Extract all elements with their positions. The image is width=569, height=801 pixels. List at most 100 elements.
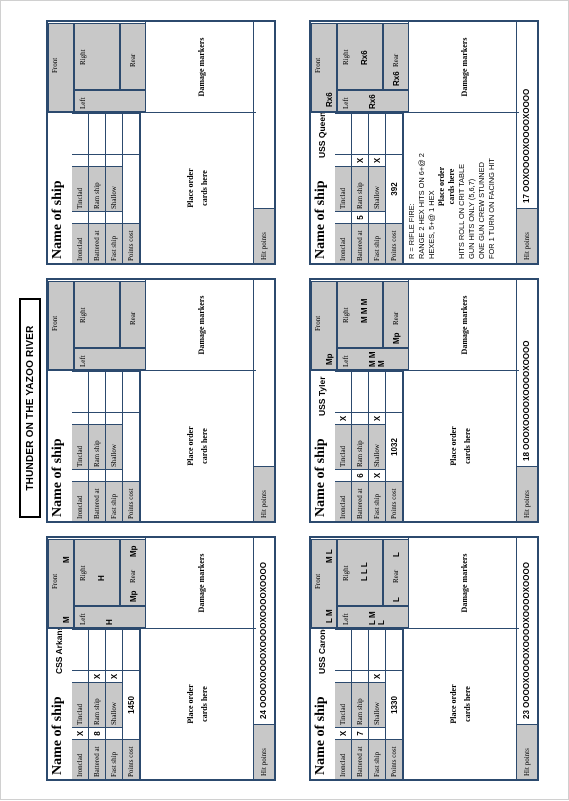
ironclad-value[interactable]: X bbox=[335, 727, 351, 739]
ram-ship-value[interactable] bbox=[352, 670, 368, 682]
shallow-value[interactable]: X bbox=[369, 670, 385, 682]
fast-ship-label: Fast ship bbox=[106, 481, 122, 521]
battered-value[interactable] bbox=[89, 211, 105, 223]
points-cost-value[interactable]: 1450 bbox=[123, 670, 139, 739]
shallow-value[interactable]: X bbox=[369, 154, 385, 166]
hit-points-label: Hit points bbox=[517, 724, 537, 779]
battered-value[interactable]: 5 bbox=[352, 211, 368, 223]
fast-ship-value[interactable] bbox=[106, 469, 122, 481]
tinclad-label: Tinclad bbox=[72, 166, 88, 211]
front-mark: M bbox=[62, 556, 71, 563]
tinclad-value[interactable] bbox=[72, 670, 88, 682]
fast-ship-value[interactable] bbox=[106, 211, 122, 223]
ironclad-value[interactable] bbox=[335, 211, 351, 223]
shallow-value[interactable] bbox=[106, 154, 122, 166]
right-label: Right bbox=[342, 565, 350, 581]
blank-cell bbox=[386, 113, 402, 154]
fast-ship-value[interactable] bbox=[369, 727, 385, 739]
ram-ship-value[interactable] bbox=[89, 412, 105, 424]
battered-value[interactable]: 6 bbox=[352, 469, 368, 481]
points-cost-value[interactable] bbox=[123, 154, 139, 223]
note-line: R = RIFLE FIRE: bbox=[407, 203, 416, 259]
tinclad-value[interactable]: X bbox=[335, 412, 351, 424]
hit-points-value[interactable]: 23 OOOOXOOOOXOOOOXOOOOXOOOO bbox=[522, 562, 531, 719]
order-area: R = RIFLE FIRE:RANGE 2 HEX HITS ON 6+@ 2… bbox=[403, 113, 519, 263]
tinclad-value[interactable] bbox=[335, 670, 351, 682]
fast-ship-value[interactable] bbox=[106, 727, 122, 739]
tinclad-value[interactable] bbox=[72, 154, 88, 166]
shallow-value[interactable] bbox=[106, 412, 122, 424]
ram-ship-value[interactable]: X bbox=[89, 670, 105, 682]
hit-points-value[interactable]: 24 OOOOXOOOOXOOOOXOOOOXOOOO bbox=[259, 562, 268, 719]
hit-points-value[interactable]: 17 OOXOOOOXOOOOXOOOO bbox=[522, 88, 531, 203]
left-label: Left bbox=[79, 355, 87, 367]
blank-cell bbox=[352, 629, 368, 670]
points-cost-value[interactable] bbox=[123, 412, 139, 481]
front-arc: Front bbox=[48, 281, 74, 370]
name-of-ship-label: Name of ship bbox=[50, 438, 65, 517]
left-value: Rx6 bbox=[368, 94, 377, 109]
blank-cell bbox=[335, 113, 351, 154]
ram-ship-value[interactable]: X bbox=[352, 154, 368, 166]
tinclad-value[interactable] bbox=[335, 154, 351, 166]
ram-ship-label: Ram ship bbox=[352, 424, 368, 469]
stat-row: Points cost bbox=[123, 371, 140, 521]
hit-points-value[interactable]: 18 OOOXOOOOXOOOOXOOOO bbox=[522, 340, 531, 461]
ship-notes: R = RIFLE FIRE:RANGE 2 HEX HITS ON 6+@ 2… bbox=[407, 114, 497, 259]
tinclad-label: Tinclad bbox=[335, 424, 351, 469]
points-cost-value[interactable]: 1330 bbox=[386, 670, 402, 739]
ironclad-value[interactable] bbox=[72, 469, 88, 481]
shallow-value[interactable]: X bbox=[369, 412, 385, 424]
ironclad-value[interactable] bbox=[72, 211, 88, 223]
rear-label: Rear bbox=[392, 569, 400, 583]
rear-label: Rear bbox=[129, 53, 137, 67]
ship-name[interactable]: USS Tyler bbox=[317, 376, 327, 416]
ironclad-value[interactable] bbox=[335, 469, 351, 481]
ram-ship-label: Ram ship bbox=[89, 166, 105, 211]
battered-value[interactable]: 7 bbox=[352, 727, 368, 739]
tinclad-value[interactable] bbox=[72, 412, 88, 424]
blank-cell bbox=[106, 371, 122, 412]
ram-ship-label: Ram ship bbox=[352, 166, 368, 211]
blank-cell bbox=[369, 629, 385, 670]
ram-ship-label: Ram ship bbox=[89, 424, 105, 469]
rear-label: Rear bbox=[129, 569, 137, 583]
battered-value[interactable]: 8 bbox=[89, 727, 105, 739]
ironclad-value[interactable]: X bbox=[72, 727, 88, 739]
left-label: Left bbox=[79, 97, 87, 109]
points-cost-value[interactable]: 1032 bbox=[386, 412, 402, 481]
ram-ship-value[interactable] bbox=[89, 154, 105, 166]
stat-row: Battered at Ram ship bbox=[89, 113, 106, 263]
fast-ship-value[interactable]: X bbox=[369, 469, 385, 481]
points-cost-label: Points cost bbox=[386, 739, 402, 779]
front-mark: M L bbox=[325, 549, 334, 563]
ram-ship-value[interactable] bbox=[352, 412, 368, 424]
battered-at-label: Battered at bbox=[89, 223, 105, 263]
shallow-value[interactable]: X bbox=[106, 670, 122, 682]
front-label: Front bbox=[51, 315, 59, 331]
ironclad-label: Ironclad bbox=[72, 481, 88, 521]
right-value: M M M bbox=[360, 298, 369, 323]
points-cost-value[interactable]: 392 bbox=[386, 154, 402, 223]
battered-at-label: Battered at bbox=[352, 739, 368, 779]
battered-value[interactable] bbox=[89, 469, 105, 481]
right-value: H bbox=[97, 575, 106, 581]
ironclad-label: Ironclad bbox=[335, 481, 351, 521]
right-arc: Right bbox=[74, 23, 120, 90]
place-order-line-1: Place order bbox=[449, 684, 458, 724]
fast-ship-value[interactable] bbox=[369, 211, 385, 223]
